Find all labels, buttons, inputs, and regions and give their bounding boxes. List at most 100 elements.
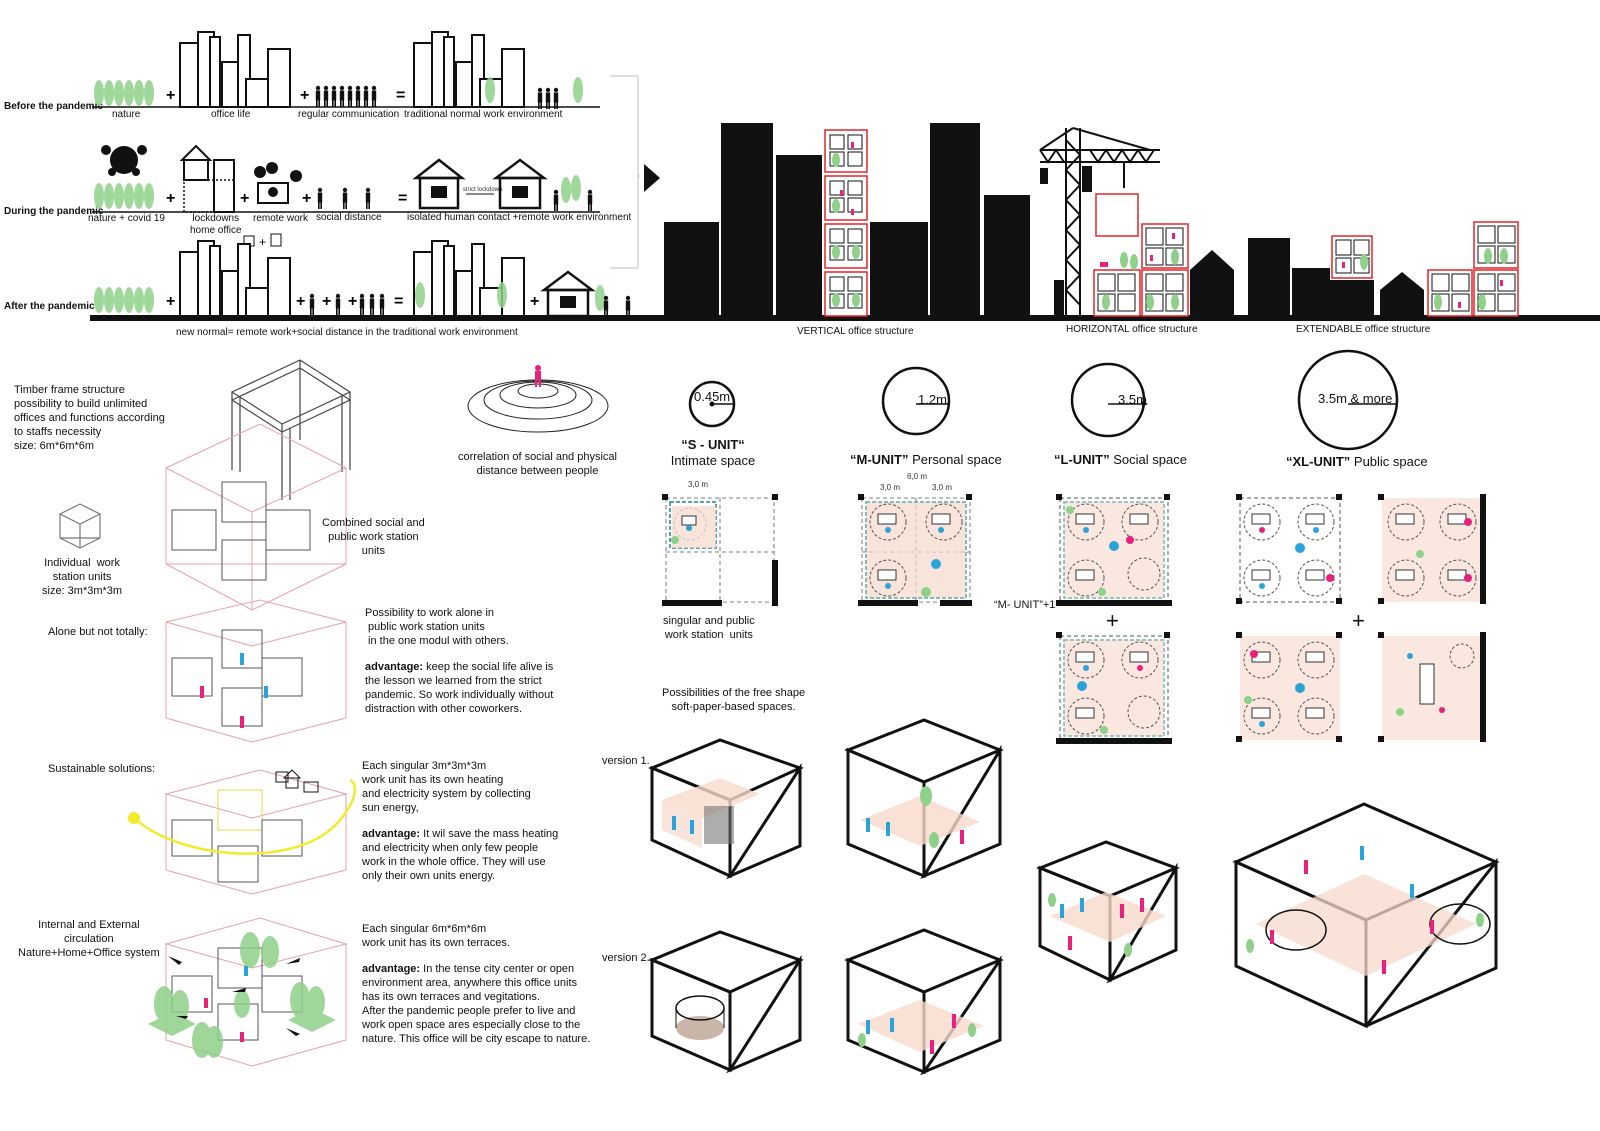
after-caption: new normal= remote work+social distance …	[176, 327, 518, 338]
sustain-paragraph: Each singular 3m*3m*3m work unit has its…	[362, 759, 562, 895]
cube-v1-a	[648, 738, 805, 880]
version-2-label: version 2.	[602, 952, 650, 964]
isolated-home-icon-2	[492, 158, 548, 210]
timber-frame	[230, 359, 352, 500]
sustain-advantage-label: advantage:	[362, 828, 421, 840]
before-office-label: office life	[211, 109, 251, 120]
m-unit-plus-label: “M- UNIT”+1	[994, 599, 1056, 611]
horizontal-skyline	[1039, 127, 1290, 318]
s-plan-dim: 3,0 m	[688, 480, 709, 489]
svg-text:+: +	[296, 293, 305, 310]
svg-text:+: +	[348, 293, 357, 310]
xl-unit-name: “XL-UNIT”	[1286, 454, 1351, 469]
individual-description: Individual work station units size: 3m*3…	[42, 557, 123, 597]
vertical-skyline	[664, 123, 1030, 318]
svg-text:=: =	[396, 87, 405, 104]
xl-unit-desc: Public space	[1350, 454, 1428, 469]
m-plan-dim-b: 3,0 m	[932, 483, 953, 492]
cube-v2-b	[844, 928, 1004, 1076]
circ-advantage-label: advantage:	[362, 963, 421, 975]
l-unit-radius: 3.5m	[1118, 392, 1147, 407]
version-1-label: version 1.	[602, 755, 650, 767]
cube-xl	[1232, 802, 1500, 1029]
versions-caption: Possibilities of the free shape soft-pap…	[662, 687, 806, 713]
svg-text:+: +	[322, 293, 331, 310]
m-unit-name: “M-UNIT”	[850, 452, 909, 467]
before-people	[315, 85, 377, 107]
l-unit-title: “L-UNIT” Social space	[1054, 452, 1187, 468]
m-plan-dim-a: 3,0 m	[880, 483, 901, 492]
xl-unit-plan-4	[1378, 632, 1486, 742]
l-unit-plan-bottom	[1056, 632, 1172, 744]
alone-title: Alone but not totally:	[48, 626, 148, 638]
remote-work-icon	[254, 162, 302, 204]
xl-unit-title: “XL-UNIT” Public space	[1286, 454, 1428, 470]
row-label-during: During the pandemic	[4, 206, 104, 217]
alone-diagram	[165, 599, 347, 743]
unit-circles	[688, 349, 1399, 451]
l-unit-name: “L-UNIT”	[1054, 452, 1110, 467]
s-plan-caption: singular and public work station units	[663, 615, 755, 641]
xl-unit-radius: 3.5m & more	[1318, 391, 1393, 406]
svg-text:=: =	[398, 190, 407, 207]
horizontal-label: HORIZONTAL office structure	[1066, 324, 1198, 335]
covid-icon	[101, 145, 147, 176]
alone-text: Possibility to work alone in public work…	[365, 607, 509, 647]
sustain-advantage: It wil save the mass heating and electri…	[362, 828, 559, 882]
l-unit-desc: Social space	[1109, 452, 1187, 467]
timber-description: Timber frame structure possibility to bu…	[14, 384, 165, 452]
alone-advantage: keep the social life alive is the lesson…	[365, 661, 554, 715]
isolated-home-icon-1	[412, 158, 466, 210]
alone-advantage-label: advantage:	[365, 661, 424, 673]
svg-text:+: +	[300, 87, 309, 104]
s-unit-desc: Intimate space	[670, 453, 756, 468]
sustain-text: Each singular 3m*3m*3m work unit has its…	[362, 760, 531, 814]
svg-text:+: +	[166, 293, 175, 310]
individual-unit	[58, 503, 102, 549]
strict-lockdown-label: strict lockdown	[463, 187, 503, 193]
svg-text:+: +	[530, 293, 539, 310]
s-unit-radius: 0.45m	[694, 389, 731, 404]
combined-description: Combined social and public work station …	[322, 517, 425, 557]
s-unit-name: “S - UNIT“	[681, 437, 745, 452]
before-comm-label: regular communication	[298, 109, 400, 120]
m-unit-title: “M-UNIT” Personal space	[850, 452, 1002, 468]
row-label-after: After the pandemic	[4, 301, 95, 312]
sustainable-diagram	[164, 769, 348, 895]
m-unit-radius: 1.2m	[918, 392, 947, 407]
l-unit-plan-top	[1056, 494, 1172, 606]
before-trees	[94, 80, 154, 106]
svg-text:+: +	[302, 190, 311, 207]
during-nature-label: nature + covid 19	[88, 213, 165, 224]
circ-text: Each singular 6m*6m*6m work unit has its…	[362, 923, 510, 949]
svg-text:=: =	[394, 293, 403, 310]
before-result-label: traditional normal work environment	[404, 109, 563, 120]
during-result-label: isolated human contact +remote work envi…	[407, 212, 632, 223]
sun-energy-icons	[275, 769, 319, 793]
extendable-skyline	[1292, 221, 1519, 318]
distance-caption: correlation of social and physical dista…	[458, 451, 617, 477]
alone-paragraph: Possibility to work alone in public work…	[365, 606, 565, 728]
svg-text:+: +	[240, 190, 249, 207]
sustain-title: Sustainable solutions:	[48, 763, 156, 775]
circ-title: Internal and External circulation Nature…	[18, 919, 160, 959]
during-distance-label: social distance	[316, 212, 382, 223]
svg-text:+: +	[259, 235, 266, 249]
circ-advantage: In the tense city center or open environ…	[362, 963, 591, 1045]
during-lockdown-label: lockdowns home office	[190, 213, 242, 236]
xl-unit-plan-2	[1378, 494, 1486, 604]
circ-paragraph: Each singular 6m*6m*6m work unit has its…	[362, 922, 592, 1058]
before-nature-label: nature	[112, 109, 141, 120]
xl-unit-plan-1	[1236, 494, 1342, 604]
m-unit-desc: Personal space	[908, 452, 1002, 467]
svg-text:+: +	[166, 87, 175, 104]
s-unit-title: “S - UNIT“ Intimate space	[670, 437, 756, 469]
m-plan-dim-total: 6,0 m	[907, 472, 928, 481]
extendable-label: EXTENDABLE office structure	[1296, 324, 1431, 335]
svg-text:+: +	[166, 190, 175, 207]
cube-l	[1035, 840, 1181, 984]
cube-v2-a	[648, 930, 805, 1074]
distance-rings	[467, 379, 609, 433]
cube-v1-b	[844, 718, 1004, 880]
